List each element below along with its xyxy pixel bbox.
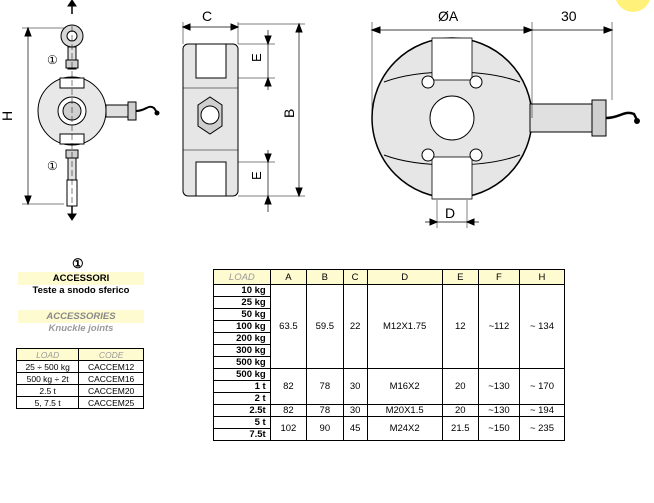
accessories-subtitle-en: Knuckle joints bbox=[48, 323, 114, 334]
load-cell: 50 kg bbox=[213, 308, 271, 321]
table-row: 5, 7.5 t CACCEM25 bbox=[15, 396, 144, 409]
load-cell: 300 kg bbox=[213, 344, 271, 357]
value-d: M24X2 bbox=[366, 416, 443, 441]
value-e: 21.5 bbox=[441, 416, 480, 441]
load-cell: 200 kg bbox=[213, 332, 271, 345]
codes-header-code: CODE bbox=[78, 348, 144, 361]
value-a: 82 bbox=[269, 368, 308, 405]
specs-header-load: LOAD bbox=[213, 269, 271, 285]
value-b: 78 bbox=[306, 404, 344, 417]
front-view bbox=[370, 22, 640, 228]
codes-code: CACCEM20 bbox=[78, 384, 144, 397]
value-h: ~ 194 bbox=[518, 404, 566, 417]
side-elevation bbox=[181, 22, 305, 212]
table-row: 100 kg bbox=[213, 320, 565, 333]
value-c: 30 bbox=[342, 368, 368, 405]
value-h: ~ 170 bbox=[518, 368, 566, 405]
load-cell: 5 t bbox=[213, 416, 271, 429]
table-row: 10 kg 63.5 59.5 22 M12X1.75 12 ~112 ~ 13… bbox=[213, 284, 566, 369]
codes-code: CACCEM25 bbox=[78, 396, 144, 409]
value-h: ~ 235 bbox=[518, 416, 566, 441]
table-row: 500 kg 82 78 30 M16X2 20 ~130 ~ 170 bbox=[213, 368, 566, 405]
dim-d-label: D bbox=[445, 205, 455, 221]
value-f: ~112 bbox=[478, 284, 520, 369]
dim-e-top-label: E bbox=[249, 53, 264, 62]
value-b: 59.5 bbox=[306, 284, 344, 369]
specs-header-a: A bbox=[269, 269, 308, 285]
codes-code: CACCEM12 bbox=[78, 360, 144, 373]
specs-header-b: B bbox=[306, 269, 344, 285]
load-cell: 25 kg bbox=[213, 296, 271, 309]
load-cell: 2.5t bbox=[213, 404, 271, 417]
dim-30-label: 30 bbox=[561, 8, 577, 24]
accessories-code-table: LOAD CODE 25 ÷ 500 kg CACCEM12 500 kg ÷ … bbox=[15, 348, 144, 409]
accessories-title-en: ACCESSORIES bbox=[18, 310, 144, 323]
dim-b-label: B bbox=[281, 109, 297, 118]
load-cell: 10 kg bbox=[213, 284, 271, 297]
codes-header-load: LOAD bbox=[15, 348, 80, 361]
table-row: 7.5t bbox=[213, 428, 565, 441]
codes-load: 25 ÷ 500 kg bbox=[15, 360, 80, 373]
value-d: M12X1.75 bbox=[366, 284, 443, 369]
technical-drawing: H ① ① C E B E bbox=[0, 0, 640, 228]
value-a: 63.5 bbox=[269, 284, 308, 369]
dimensions-table: LOAD A B C D E F H 10 kg 63.5 59.5 22 M1… bbox=[213, 269, 566, 441]
value-a: 102 bbox=[269, 416, 308, 441]
specs-header-f: F bbox=[478, 269, 520, 285]
specs-header-c: C bbox=[342, 269, 368, 285]
value-c: 22 bbox=[342, 284, 368, 369]
accessory-marker-top: ① bbox=[47, 53, 58, 67]
value-c: 45 bbox=[342, 416, 368, 441]
load-cell: 2 t bbox=[213, 392, 271, 405]
value-b: 78 bbox=[306, 368, 344, 405]
value-c: 30 bbox=[342, 404, 368, 417]
value-d: M20X1.5 bbox=[366, 404, 443, 417]
value-e: 20 bbox=[441, 404, 480, 417]
corner-accent bbox=[615, 0, 651, 12]
table-row: 500 kg ÷ 2t CACCEM16 bbox=[15, 372, 144, 385]
table-row: 25 ÷ 500 kg CACCEM12 bbox=[15, 360, 144, 373]
dim-e-bottom-label: E bbox=[249, 171, 264, 180]
table-row: 2.5 t CACCEM20 bbox=[15, 384, 144, 397]
value-f: ~150 bbox=[478, 416, 520, 441]
side-view-with-joints bbox=[22, 0, 160, 221]
value-e: 12 bbox=[441, 284, 480, 369]
accessory-marker-bottom: ① bbox=[47, 159, 58, 173]
value-d: M16X2 bbox=[366, 368, 443, 405]
value-a: 82 bbox=[269, 404, 308, 417]
value-f: ~130 bbox=[478, 368, 520, 405]
table-row: 5 t 102 90 45 M24X2 21.5 ~150 ~ 235 bbox=[213, 416, 566, 441]
load-cell: 500 kg bbox=[213, 368, 271, 381]
dim-oa-label: ØA bbox=[438, 8, 459, 24]
table-row: 2.5t 82 78 30 M20X1.5 20 ~130 ~ 194 bbox=[213, 404, 566, 417]
accessories-title-it: ACCESSORI bbox=[18, 272, 144, 285]
load-cell: 1 t bbox=[213, 380, 271, 393]
specs-header-h: H bbox=[518, 269, 566, 285]
value-h: ~ 134 bbox=[518, 284, 566, 369]
dim-c-label: C bbox=[202, 8, 212, 24]
dim-h-label: H bbox=[0, 111, 15, 121]
codes-code: CACCEM16 bbox=[78, 372, 144, 385]
value-f: ~130 bbox=[478, 404, 520, 417]
load-cell: 7.5t bbox=[213, 428, 271, 441]
load-cell: 500 kg bbox=[213, 356, 271, 369]
accessories-mark: ① bbox=[72, 256, 84, 271]
codes-load: 5, 7.5 t bbox=[15, 396, 80, 409]
value-b: 90 bbox=[306, 416, 344, 441]
specs-header-d: D bbox=[366, 269, 443, 285]
accessories-subtitle-it: Teste a snodo sferico bbox=[32, 285, 130, 296]
codes-load: 2.5 t bbox=[15, 384, 80, 397]
codes-load: 500 kg ÷ 2t bbox=[15, 372, 80, 385]
load-cell: 100 kg bbox=[213, 320, 271, 333]
specs-header-e: E bbox=[441, 269, 480, 285]
value-e: 20 bbox=[441, 368, 480, 405]
